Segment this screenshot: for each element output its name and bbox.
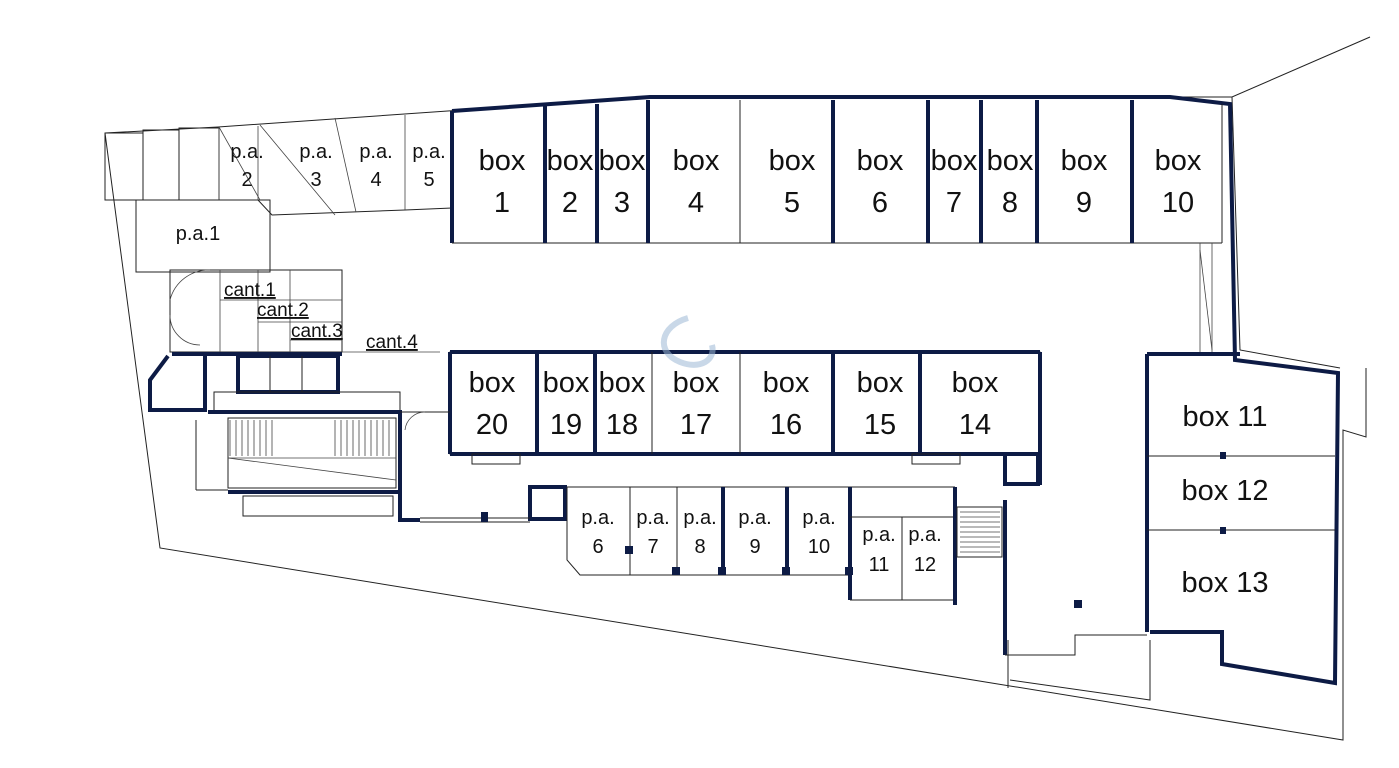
pa-8-label-line1: p.a. <box>683 507 716 529</box>
cant-3-label: cant.3 <box>291 321 343 342</box>
top-boxes-walls <box>450 95 1341 686</box>
pa-11-label-line2: 11 <box>869 554 890 576</box>
box-20-label-line1: box <box>469 367 516 399</box>
labels: box 1 box 2 box 3 box 4 box 5 box 6 box 7 box 8 box 9 box 1… <box>176 141 1269 599</box>
box-10-label-line2: 10 <box>1162 187 1194 219</box>
left-core <box>148 269 530 523</box>
box-4-label-line2: 4 <box>688 187 704 219</box>
pa-2-label-line2: 2 <box>241 169 252 191</box>
cant-1-label: cant.1 <box>224 280 276 301</box>
box-9-label-line1: box <box>1061 145 1108 177</box>
box-8-label-line2: 8 <box>1002 187 1018 219</box>
pa-4-label-line1: p.a. <box>359 141 392 163</box>
box-1-label-line1: box <box>479 145 526 177</box>
box-13-label: box 13 <box>1181 567 1268 599</box>
right-boxes-walls <box>1145 352 1335 632</box>
box-14-label-line2: 14 <box>959 409 991 441</box>
pa-10-label-line1: p.a. <box>802 507 835 529</box>
upper-left-cells <box>104 127 271 273</box>
box-1-label-line2: 1 <box>494 187 510 219</box>
stairs-right <box>956 500 1147 656</box>
box-19-label-line1: box <box>543 367 590 399</box>
pa-3-label-line2: 3 <box>310 169 321 191</box>
lot-boundary <box>104 36 1371 741</box>
box-16-label-line1: box <box>763 367 810 399</box>
pa-8-label-line2: 8 <box>694 536 705 558</box>
pa-2-label-line1: p.a. <box>230 141 263 163</box>
box-17-label-line1: box <box>673 367 720 399</box>
box-18-label-line2: 18 <box>606 409 638 441</box>
stair-treads-left <box>229 420 390 456</box>
box-9-label-line2: 9 <box>1076 187 1092 219</box>
cant-2-label: cant.2 <box>257 300 309 321</box>
box-17-label-line2: 17 <box>680 409 712 441</box>
pa-6-label-line2: 6 <box>592 536 603 558</box>
box-6-label-line2: 6 <box>872 187 888 219</box>
box-3-label-line2: 3 <box>614 187 630 219</box>
box-8-label-line1: box <box>987 145 1034 177</box>
pa-5-label-line2: 5 <box>423 169 434 191</box>
watermark-logo <box>660 315 716 368</box>
box-5-label-line1: box <box>769 145 816 177</box>
bottom-pa-area <box>528 485 957 605</box>
box-2-label-line1: box <box>547 145 594 177</box>
box-6-label-line1: box <box>857 145 904 177</box>
box-5-label-line2: 5 <box>784 187 800 219</box>
box-11-label: box 11 <box>1183 401 1268 433</box>
pa-4-label-line2: 4 <box>370 169 381 191</box>
pa-9-label-line2: 9 <box>749 536 760 558</box>
box-7-label-line1: box <box>931 145 978 177</box>
box-14-label-line1: box <box>952 367 999 399</box>
pa-11-label-line1: p.a. <box>862 524 895 546</box>
pa-10-label-line2: 10 <box>808 536 830 558</box>
box-10-label-line1: box <box>1155 145 1202 177</box>
pa-12-label-line1: p.a. <box>908 524 941 546</box>
box-16-label-line2: 16 <box>770 409 802 441</box>
box-18-label-line1: box <box>599 367 646 399</box>
box-4-label-line1: box <box>673 145 720 177</box>
box-12-label: box 12 <box>1181 475 1268 507</box>
box-7-label-line2: 7 <box>946 187 962 219</box>
box-19-label-line2: 19 <box>550 409 582 441</box>
pa-12-label-line2: 12 <box>914 554 936 576</box>
box-15-label-line1: box <box>857 367 904 399</box>
middle-boxes-walls <box>448 350 1042 486</box>
pa-1-label: p.a.1 <box>176 223 220 245</box>
pa-6-label-line1: p.a. <box>581 507 614 529</box>
cant-4-label: cant.4 <box>366 332 418 353</box>
box-15-label-line2: 15 <box>864 409 896 441</box>
box-3-label-line1: box <box>599 145 646 177</box>
pa-3-label-line1: p.a. <box>299 141 332 163</box>
box-2-label-line2: 2 <box>562 187 578 219</box>
pa-7-label-line2: 7 <box>647 536 658 558</box>
box-20-label-line2: 20 <box>476 409 508 441</box>
pa-9-label-line1: p.a. <box>738 507 771 529</box>
pa-5-label-line1: p.a. <box>412 141 445 163</box>
top-pa-area <box>218 115 453 216</box>
pa-7-label-line1: p.a. <box>636 507 669 529</box>
